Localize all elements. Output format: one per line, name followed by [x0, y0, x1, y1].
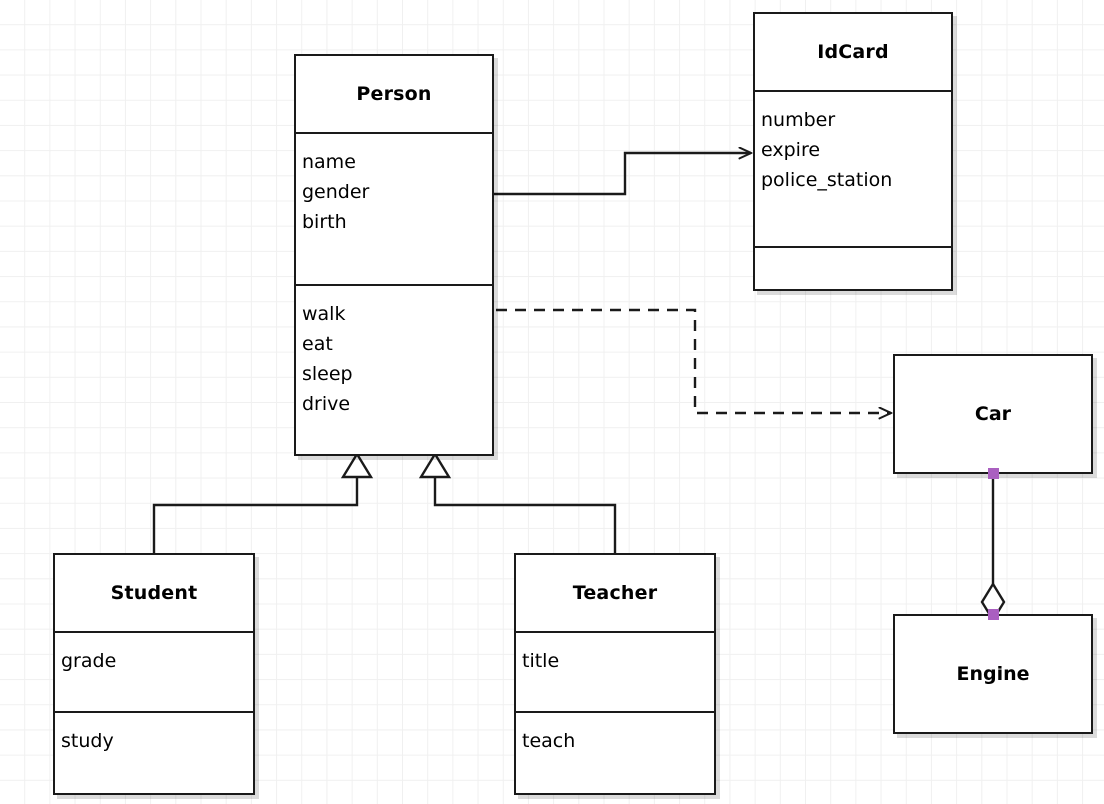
method-item: study: [61, 730, 114, 752]
class-title-idcard: IdCard: [755, 14, 951, 90]
class-title-teacher: Teacher: [516, 555, 714, 631]
attribute-item: grade: [61, 650, 117, 672]
class-box-student[interactable]: Student grade study: [53, 553, 255, 795]
method-item: drive: [302, 393, 351, 415]
method-item: sleep: [302, 363, 353, 385]
class-title-student: Student: [55, 555, 253, 631]
edge-person-idcard[interactable]: [494, 153, 751, 196]
class-name-engine: Engine: [956, 663, 1030, 685]
methods-student: study: [55, 711, 253, 793]
methods-idcard: [755, 246, 951, 289]
class-title-engine: Engine: [895, 616, 1091, 732]
class-box-teacher[interactable]: Teacher title teach: [514, 553, 716, 795]
edge-student-person[interactable]: [152, 451, 374, 553]
attributes-student: grade: [55, 631, 253, 711]
edge-handle-engine-end[interactable]: [988, 609, 999, 620]
class-box-car[interactable]: Car: [893, 354, 1093, 474]
class-name-car: Car: [974, 403, 1012, 425]
class-box-person[interactable]: Person name gender birth walk eat sleep …: [294, 54, 494, 456]
methods-person: walk eat sleep drive: [296, 284, 492, 454]
method-item: walk: [302, 303, 346, 325]
class-title-person: Person: [296, 56, 492, 132]
edge-person-car[interactable]: [496, 308, 891, 413]
edge-teacher-person[interactable]: [418, 451, 617, 553]
attribute-item: gender: [302, 181, 370, 203]
attribute-item: title: [522, 650, 560, 672]
attributes-teacher: title: [516, 631, 714, 711]
method-item: teach: [522, 730, 576, 752]
class-name-idcard: IdCard: [817, 41, 889, 63]
methods-teacher: teach: [516, 711, 714, 793]
class-name-teacher: Teacher: [572, 582, 658, 604]
class-name-student: Student: [110, 582, 198, 604]
class-title-car: Car: [895, 356, 1091, 472]
attribute-item: birth: [302, 211, 347, 233]
attributes-idcard: number expire police_station: [755, 90, 951, 246]
attributes-person: name gender birth: [296, 132, 492, 284]
class-box-engine[interactable]: Engine: [893, 614, 1093, 734]
attribute-item: police_station: [761, 169, 893, 191]
attribute-item: name: [302, 151, 356, 173]
attribute-item: expire: [761, 139, 821, 161]
class-name-person: Person: [356, 83, 432, 105]
class-box-idcard[interactable]: IdCard number expire police_station: [753, 12, 953, 291]
edge-handle-car-end[interactable]: [988, 468, 999, 479]
edge-car-engine[interactable]: [980, 474, 1006, 623]
attribute-item: number: [761, 109, 836, 131]
method-item: eat: [302, 333, 333, 355]
